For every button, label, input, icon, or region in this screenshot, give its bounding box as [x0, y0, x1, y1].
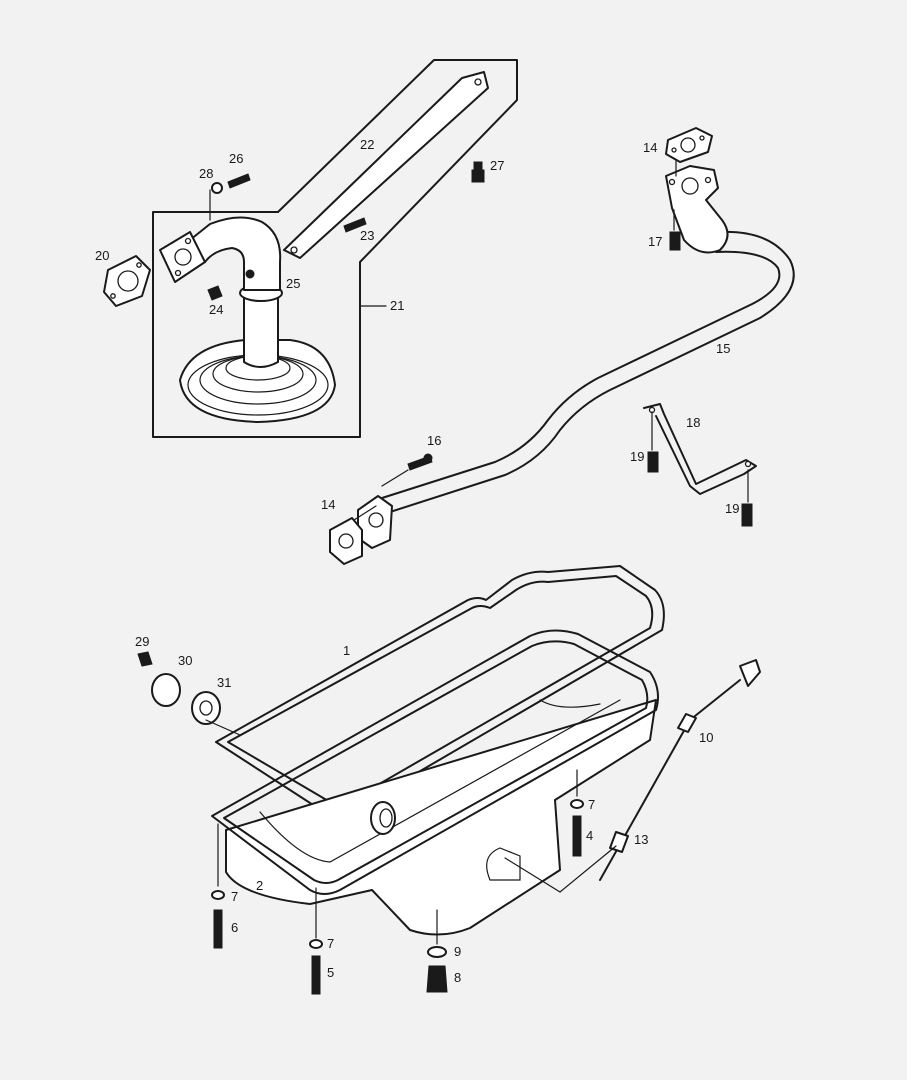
pickup-assembly-frame: [152, 59, 518, 438]
callout-21: 21: [390, 298, 404, 313]
callout-26: 26: [229, 151, 243, 166]
callout-24: 24: [209, 302, 223, 317]
return-pipe-gaskets: [329, 127, 713, 565]
callout-15: 15: [716, 341, 730, 356]
callout-20: 20: [95, 248, 109, 263]
callout-18: 18: [686, 415, 700, 430]
callout-13: 13: [634, 832, 648, 847]
pickup-gasket: [103, 255, 151, 307]
return-pipe-fasteners: [407, 231, 681, 471]
callout-27: 27: [490, 158, 504, 173]
callout-17: 17: [648, 234, 662, 249]
callout-7a: 7: [588, 797, 595, 812]
callout-19a: 19: [630, 449, 644, 464]
callouts: 1 2 4 5 6 7 7 7 8 9 10 13 14 14 15 16 17…: [95, 137, 739, 985]
callout-8: 8: [454, 970, 461, 985]
leader-lines: [209, 159, 749, 521]
dipstick: [504, 659, 761, 893]
side-cover-parts: [137, 651, 241, 736]
callout-23: 23: [360, 228, 374, 243]
callout-14a: 14: [643, 140, 657, 155]
oil-return-pipe: [357, 165, 795, 549]
callout-28: 28: [199, 166, 213, 181]
callout-7c: 7: [327, 936, 334, 951]
callout-25: 25: [286, 276, 300, 291]
pipe-support-bracket: [643, 403, 757, 527]
callout-16: 16: [427, 433, 441, 448]
callout-7b: 7: [231, 889, 238, 904]
pickup-support-bracket: [283, 71, 489, 259]
callout-30: 30: [178, 653, 192, 668]
oil-pan: [211, 629, 659, 936]
callout-9: 9: [454, 944, 461, 959]
pickup-fasteners: [207, 161, 485, 301]
oil-pickup-strainer: [159, 216, 336, 423]
callout-14b: 14: [321, 497, 335, 512]
callout-22: 22: [360, 137, 374, 152]
pan-bolts: [211, 769, 584, 995]
callout-1: 1: [343, 643, 350, 658]
callout-10: 10: [699, 730, 713, 745]
callout-19b: 19: [725, 501, 739, 516]
callout-29: 29: [135, 634, 149, 649]
drain-plug: [426, 909, 448, 993]
callout-2: 2: [256, 878, 263, 893]
callout-4: 4: [586, 828, 593, 843]
callout-6: 6: [231, 920, 238, 935]
callout-5: 5: [327, 965, 334, 980]
callout-31: 31: [217, 675, 231, 690]
